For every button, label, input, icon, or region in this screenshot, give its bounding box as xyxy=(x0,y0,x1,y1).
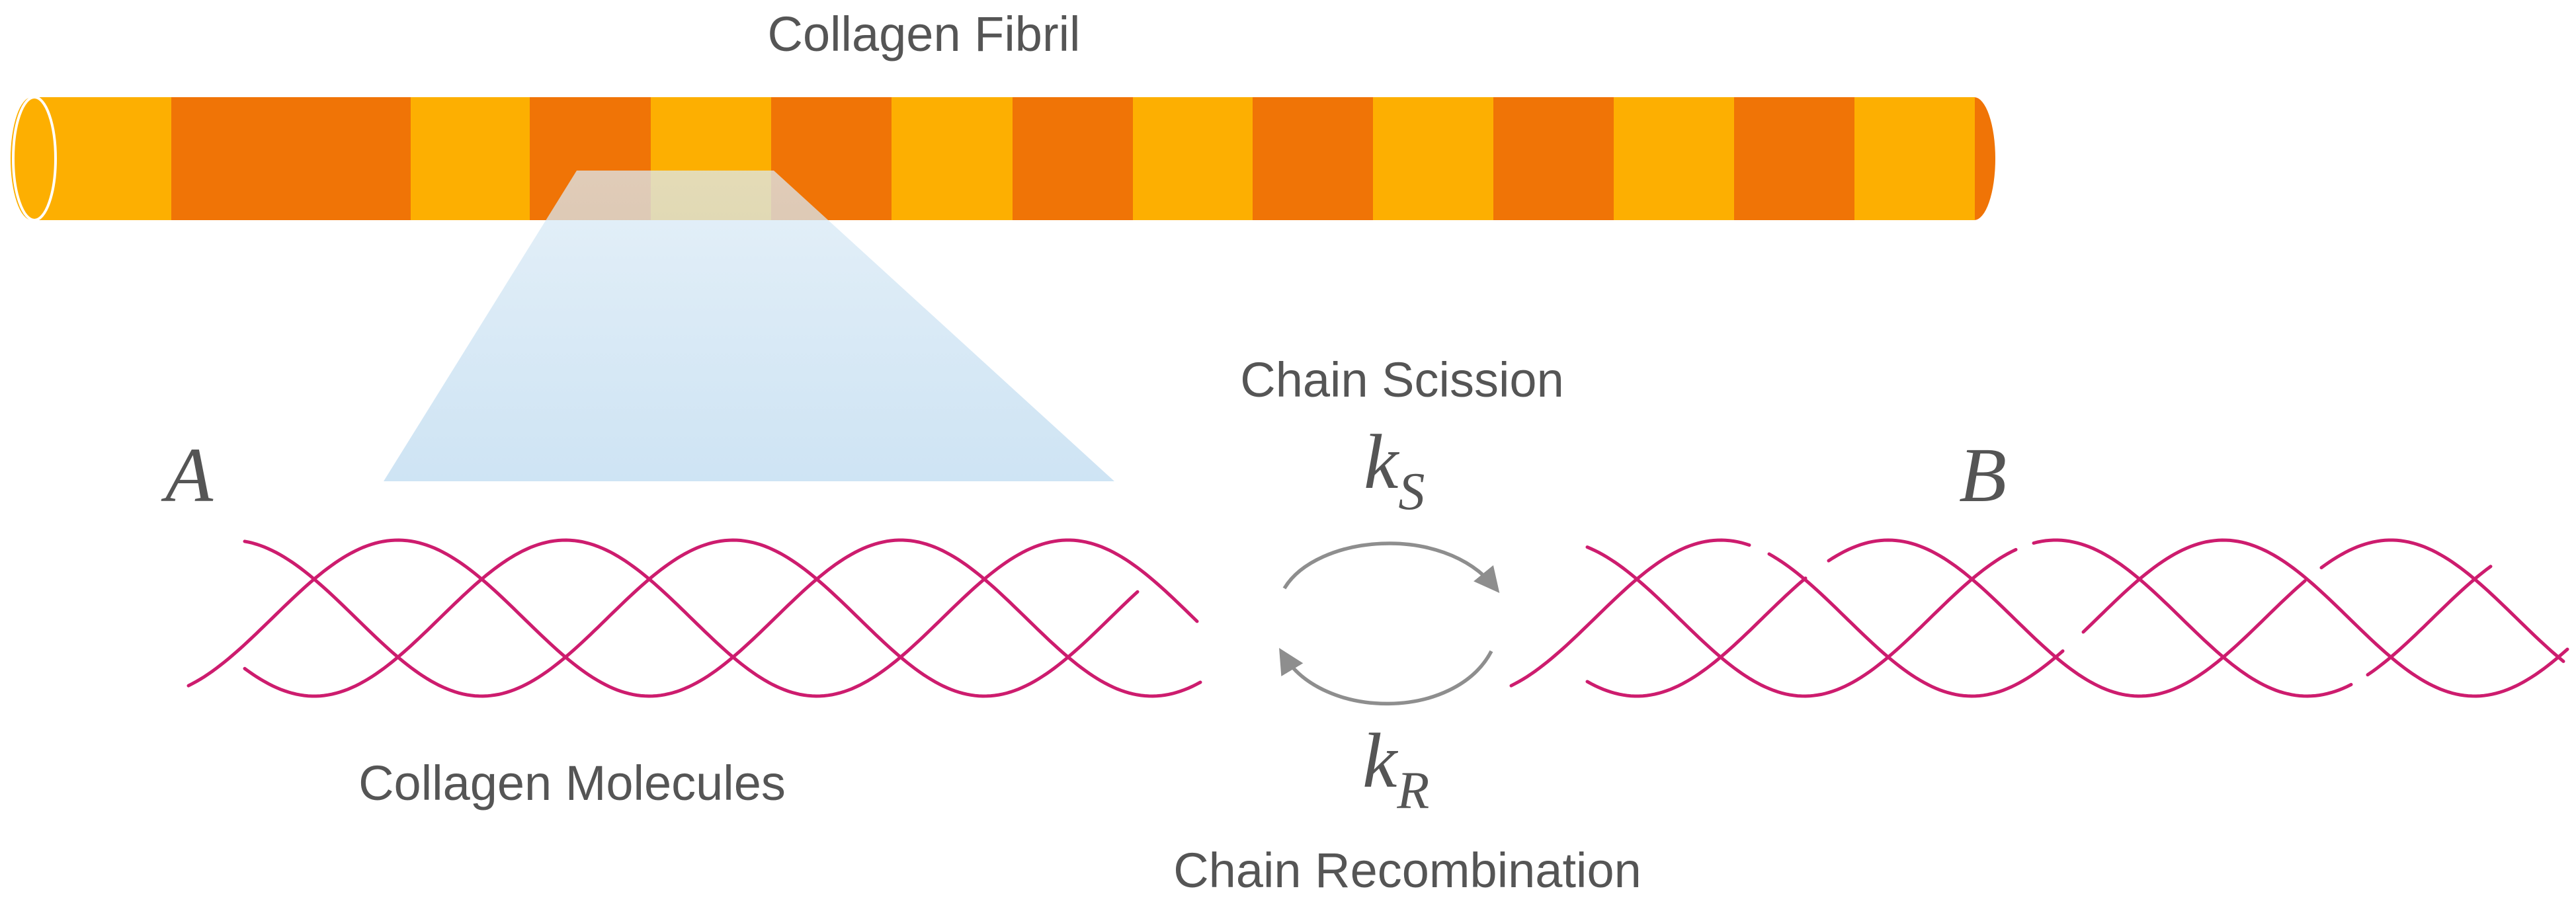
fibril-label: Collagen Fibril xyxy=(768,7,1081,61)
scission-label: Chain Scission xyxy=(1240,352,1563,407)
molecules-label: Collagen Molecules xyxy=(358,756,786,810)
zoom-magnifier xyxy=(384,171,1114,481)
recombination-label: Chain Recombination xyxy=(1173,843,1641,898)
collagen-strand-fragment xyxy=(1585,545,2018,698)
state-a-label: A xyxy=(161,432,214,518)
collagen-strand-fragment xyxy=(2081,538,2569,698)
fibril-band xyxy=(1231,97,1373,220)
k-scission-main: k xyxy=(1364,418,1400,505)
fibril-end-cap xyxy=(12,96,57,221)
collagen-strand-fragment xyxy=(2366,565,2493,677)
collagen-strand-fragment xyxy=(2032,538,2353,698)
fibril-band xyxy=(1592,97,1734,220)
collagen-strand-fragment xyxy=(1827,538,2307,698)
state-b-label: B xyxy=(1959,432,2007,518)
collagen-strand xyxy=(243,538,1140,698)
collagen-strand xyxy=(243,538,1199,698)
fibril-band xyxy=(1472,97,1614,220)
k-recombination: kR xyxy=(1362,717,1429,820)
fibril-band xyxy=(1833,97,1975,220)
broken-triple-helix xyxy=(1509,538,2569,698)
collagen-strand-fragment xyxy=(1509,538,1751,688)
collagen-strand-fragment xyxy=(1585,576,1807,698)
fibril-band xyxy=(1351,97,1493,220)
intact-triple-helix xyxy=(187,538,1202,698)
reverse-arrow-icon xyxy=(1279,648,1493,706)
fibril-band xyxy=(149,97,411,220)
collagen-strand xyxy=(187,538,1202,698)
k-scission-sub: S xyxy=(1398,463,1425,521)
collagen-strand-fragment xyxy=(2319,538,2565,663)
fibril-band xyxy=(1712,97,1854,220)
k-recombination-sub: R xyxy=(1396,762,1429,820)
fibril-band xyxy=(1111,97,1253,220)
forward-arrow-icon xyxy=(1282,541,1500,593)
collagen-strand-fragment xyxy=(1767,552,2065,698)
k-scission: kS xyxy=(1364,418,1425,521)
fibril-band xyxy=(389,97,530,220)
k-recombination-main: k xyxy=(1362,717,1399,804)
fibril-band xyxy=(991,97,1133,220)
fibril-band xyxy=(870,97,1013,220)
collagen-fibril xyxy=(11,96,1995,221)
